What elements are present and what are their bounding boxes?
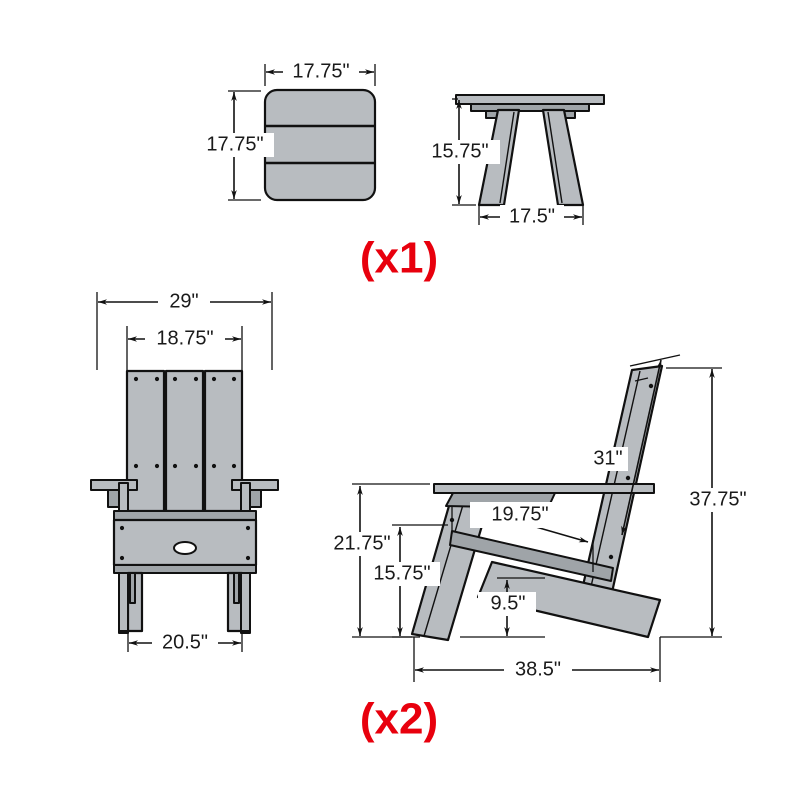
chair-side-back-length-label: 31" <box>593 447 622 469</box>
chair-front-apron-handle-hole <box>173 541 197 555</box>
table-side-height-label: 15.75" <box>431 140 488 162</box>
chair-side-height-label-bg <box>678 488 758 512</box>
chair-side-front-leg-edge <box>423 487 469 637</box>
table-side-leg-right <box>541 108 585 207</box>
chair-side-overall-height-label: 37.75" <box>689 488 746 510</box>
chair-front-rear-leg-left <box>118 572 129 632</box>
screw-dot <box>154 463 160 469</box>
chair-side-seat-slab <box>476 560 662 639</box>
chair-front-back-slat-2 <box>164 369 205 513</box>
table-side-leg-left-edge <box>499 111 515 204</box>
chair-side-rearh-label-bg <box>478 592 536 616</box>
screw-dot <box>648 383 654 389</box>
chair-side-overall-depth-label: 38.5" <box>515 658 561 680</box>
table-top-width-label-bg <box>283 60 359 84</box>
table-top-board <box>263 88 377 202</box>
screw-dot <box>231 376 237 382</box>
table-top-view: 17.75" 17.75" <box>196 60 377 202</box>
chair-front-overall-label-bg <box>158 290 210 314</box>
chair-front-overall-width-label: 29" <box>169 290 198 312</box>
screw-dot <box>245 555 251 561</box>
chair-quantity-label: (x2) <box>360 695 438 744</box>
screw-dot <box>172 376 178 382</box>
screw-dot <box>119 555 125 561</box>
chair-side-seat-depth-label: 19.75" <box>491 503 548 525</box>
chair-side-backlen-label-bg <box>588 447 628 471</box>
screw-dot <box>193 376 199 382</box>
chair-front-armrest-right <box>231 479 279 491</box>
table-top-depth-label-bg <box>196 133 274 157</box>
chair-side-view: 31" 37.75" 21.75" 15.75" 19.75" 9.5" <box>324 354 758 682</box>
chair-side-backlen-ext-top <box>629 354 681 367</box>
screw-dot <box>211 463 217 469</box>
table-top-depth-label: 17.75" <box>206 133 263 155</box>
screw-dot <box>245 525 251 531</box>
screw-dot <box>119 525 125 531</box>
chair-front-back-slat-1 <box>125 369 166 513</box>
table-side-height-label-bg <box>420 140 500 164</box>
chair-side-seatd-label-bg <box>470 502 570 528</box>
screw-dot <box>172 463 178 469</box>
chair-side-arm-height-label: 21.75" <box>333 532 390 554</box>
chair-side-backlen-dimline <box>621 359 662 536</box>
screw-dot <box>211 376 217 382</box>
chair-side-armh-label-bg <box>324 532 400 556</box>
chair-front-backwidth-label-bg <box>145 327 225 351</box>
table-side-width-label: 17.5" <box>509 205 555 227</box>
screw-dot <box>608 554 614 560</box>
screw-dot <box>193 463 199 469</box>
chair-front-seat-rail <box>113 510 257 521</box>
table-side-top-slab <box>455 94 605 105</box>
chair-front-back-slat-3 <box>203 369 244 513</box>
chair-front-base-width-label: 20.5" <box>162 631 208 653</box>
chair-front-back-width-label: 18.75" <box>156 327 213 349</box>
screw-dot <box>231 463 237 469</box>
chair-side-depth-label-bg <box>504 658 572 682</box>
table-side-width-label-bg <box>500 205 564 229</box>
chair-side-armrest <box>433 483 655 494</box>
chair-front-lower-rail <box>113 564 257 574</box>
table-quantity-label: (x1) <box>360 234 438 283</box>
table-side-view: 15.75" 17.5" <box>420 94 605 229</box>
chair-front-base-label-bg <box>152 631 218 655</box>
chair-side-seat-support-rail <box>449 530 614 582</box>
screw-dot <box>154 376 160 382</box>
chair-front-armrest-left <box>90 479 138 491</box>
table-top-width-label: 17.75" <box>292 60 349 82</box>
chair-side-seat-front-height-label: 15.75" <box>373 562 430 584</box>
chair-front-leg-right-inner <box>233 572 240 604</box>
table-side-leg-right-edge <box>547 111 563 204</box>
chair-side-seath-label-bg <box>364 562 440 586</box>
chair-front-view: 29" 18.75" 20.5" <box>90 290 279 655</box>
screw-dot <box>625 475 631 481</box>
table-side-apron <box>470 103 590 112</box>
chair-front-rear-leg-right <box>240 572 251 632</box>
chair-front-leg-left-inner <box>129 572 136 604</box>
screw-dot <box>133 376 139 382</box>
screw-dot <box>133 463 139 469</box>
chair-side-seat-rear-height-label: 9.5" <box>491 592 526 614</box>
